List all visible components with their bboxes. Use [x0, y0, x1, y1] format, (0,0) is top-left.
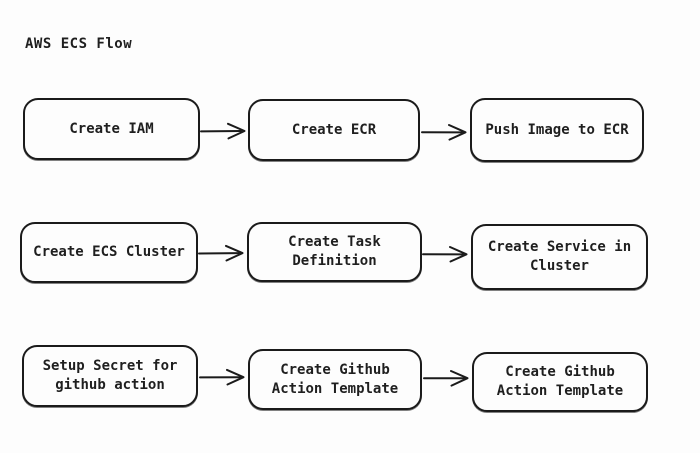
flow-node-create-github-action-template-1: Create Github Action Template — [248, 349, 422, 410]
flow-node-label: Create Github Action Template — [271, 361, 399, 397]
flow-node-setup-secret-for-github-action: Setup Secret for github action — [22, 345, 198, 407]
flow-arrow-icon — [421, 120, 469, 144]
flow-node-create-github-action-template-2: Create Github Action Template — [472, 352, 648, 412]
flow-node-create-service-in-cluster: Create Service in Cluster — [471, 224, 648, 290]
flow-node-create-ecs-cluster: Create ECS Cluster — [20, 222, 198, 283]
diagram-title: AWS ECS Flow — [25, 36, 133, 52]
flow-node-label: Create ECR — [291, 121, 377, 138]
flow-arrow-icon — [423, 366, 471, 390]
flow-arrow-icon — [200, 119, 248, 143]
flow-node-push-image-to-ecr: Push Image to ECR — [470, 98, 644, 162]
flow-node-label: Push Image to ECR — [485, 121, 629, 138]
flow-arrow-icon — [199, 365, 247, 389]
flow-arrow-icon — [198, 241, 246, 265]
flow-node-create-task-definition: Create Task Definition — [247, 222, 422, 282]
flow-node-label: Create Service in Cluster — [487, 239, 632, 274]
flow-node-label: Setup Secret for github action — [42, 358, 178, 393]
flow-node-label: Create Github Action Template — [496, 364, 624, 399]
flow-arrow-icon — [422, 242, 470, 266]
flow-node-create-iam: Create IAM — [23, 98, 200, 160]
flow-node-label: Create ECS Cluster — [33, 244, 185, 261]
flow-node-label: Create IAM — [69, 120, 154, 137]
flow-node-create-ecr: Create ECR — [248, 99, 420, 161]
flow-node-label: Create Task Definition — [288, 234, 381, 269]
